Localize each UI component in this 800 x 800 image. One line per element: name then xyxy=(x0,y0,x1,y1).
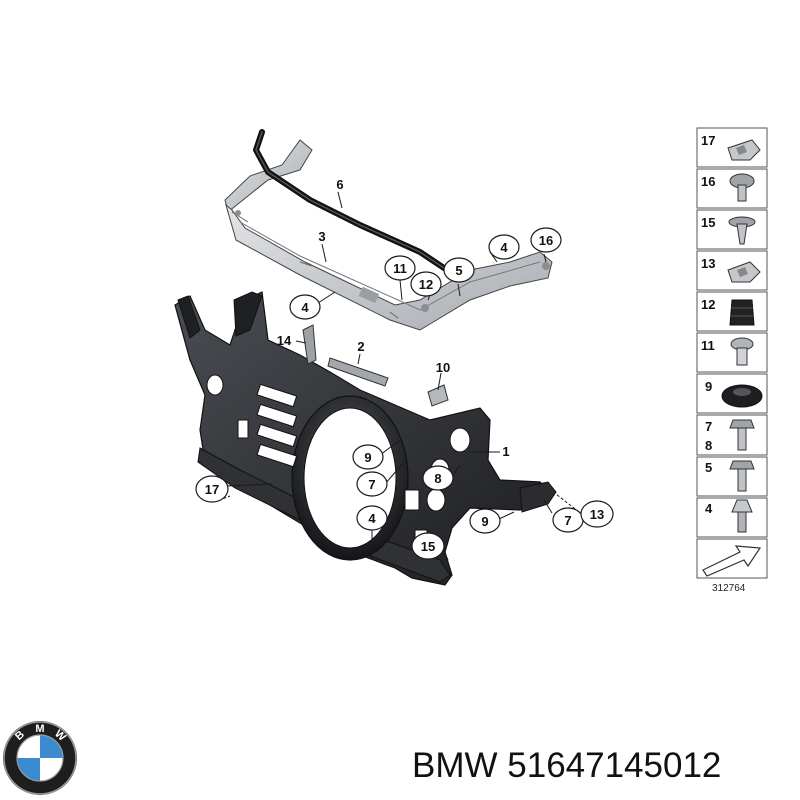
callouts: 6 3 4 11 12 5 4 16 14 2 xyxy=(195,177,614,560)
legend-label: 16 xyxy=(701,174,715,189)
bmw-logo-icon: B M W xyxy=(3,721,77,795)
callout-label: 9 xyxy=(364,450,371,465)
callout-label: 4 xyxy=(301,300,309,315)
callout-label: 14 xyxy=(277,333,292,348)
callout-bubble: 9 xyxy=(469,508,501,534)
callout-bubble: 13 xyxy=(580,500,614,528)
legend-label: 13 xyxy=(701,256,715,271)
callout-label: 5 xyxy=(455,263,462,278)
callout-label: 4 xyxy=(500,240,508,255)
callout-label: 7 xyxy=(564,513,571,528)
callout-bubble: 4 xyxy=(488,234,520,260)
callout-bubble: 17 xyxy=(195,475,229,503)
callout-bubble: 16 xyxy=(530,227,562,253)
callout-label: 4 xyxy=(368,511,376,526)
callout-label: 3 xyxy=(318,229,325,244)
callout-bubble: 4 xyxy=(289,294,321,320)
reference-number: 312764 xyxy=(712,583,746,594)
screw-16-icon xyxy=(729,173,755,202)
callout-label: 16 xyxy=(539,233,553,248)
front-end-carrier-part xyxy=(174,291,557,586)
svg-text:M: M xyxy=(35,723,44,735)
screw-15-icon xyxy=(728,216,756,245)
hex-bolt-icon xyxy=(729,419,755,451)
callout-bubble: 11 xyxy=(384,255,416,281)
callout-bubble: 7 xyxy=(356,471,388,497)
clip-nut-13-icon xyxy=(727,261,761,283)
rubber-mount-icon xyxy=(729,299,755,326)
expansion-rivet-icon xyxy=(730,337,754,366)
callout-label: 13 xyxy=(590,507,604,522)
callout-label: 10 xyxy=(436,360,450,375)
callout-label: 8 xyxy=(434,471,441,486)
legend-label: 15 xyxy=(701,215,715,230)
callout-bubble: 4 xyxy=(356,505,388,531)
callout-bubble: 5 xyxy=(443,257,475,283)
legend-label: 8 xyxy=(705,438,712,453)
callout-label: 17 xyxy=(205,482,219,497)
legend-label: 4 xyxy=(705,501,713,516)
screw-4-icon xyxy=(731,499,753,533)
callout-label: 15 xyxy=(421,539,435,554)
part-number-label: BMW 51647145012 xyxy=(412,746,721,785)
legend-label: 7 xyxy=(705,419,712,434)
legend-label: 9 xyxy=(705,379,712,394)
bracket-part-14 xyxy=(302,324,317,365)
upper-carrier-part xyxy=(224,139,553,331)
seal-strip-part xyxy=(253,129,465,275)
callout-label: 1 xyxy=(502,444,509,459)
callout-bubble: 7 xyxy=(552,507,584,533)
direction-arrow-icon xyxy=(702,545,762,577)
clip-nut-icon xyxy=(727,139,761,161)
callout-bubble: 12 xyxy=(410,271,442,297)
legend-label: 5 xyxy=(705,460,712,475)
callout-bubble: 9 xyxy=(352,444,384,470)
callout-bubble: 15 xyxy=(411,532,445,560)
callout-label: 2 xyxy=(357,339,364,354)
callout-label: 7 xyxy=(368,477,375,492)
legend-label: 17 xyxy=(701,133,715,148)
callout-label: 11 xyxy=(393,261,407,276)
legend-label: 12 xyxy=(701,297,715,312)
callout-label: 9 xyxy=(481,514,488,529)
callout-bubble: 8 xyxy=(422,465,454,491)
callout-label: 6 xyxy=(336,177,343,192)
hex-bolt-5-icon xyxy=(729,460,755,492)
legend-label: 11 xyxy=(701,338,715,353)
bracket-part-2 xyxy=(327,357,389,387)
callout-label: 12 xyxy=(419,277,433,292)
fastener-legend: 17 16 15 13 12 11 9 7 8 5 4 xyxy=(696,127,768,594)
grommet-icon xyxy=(721,384,763,408)
